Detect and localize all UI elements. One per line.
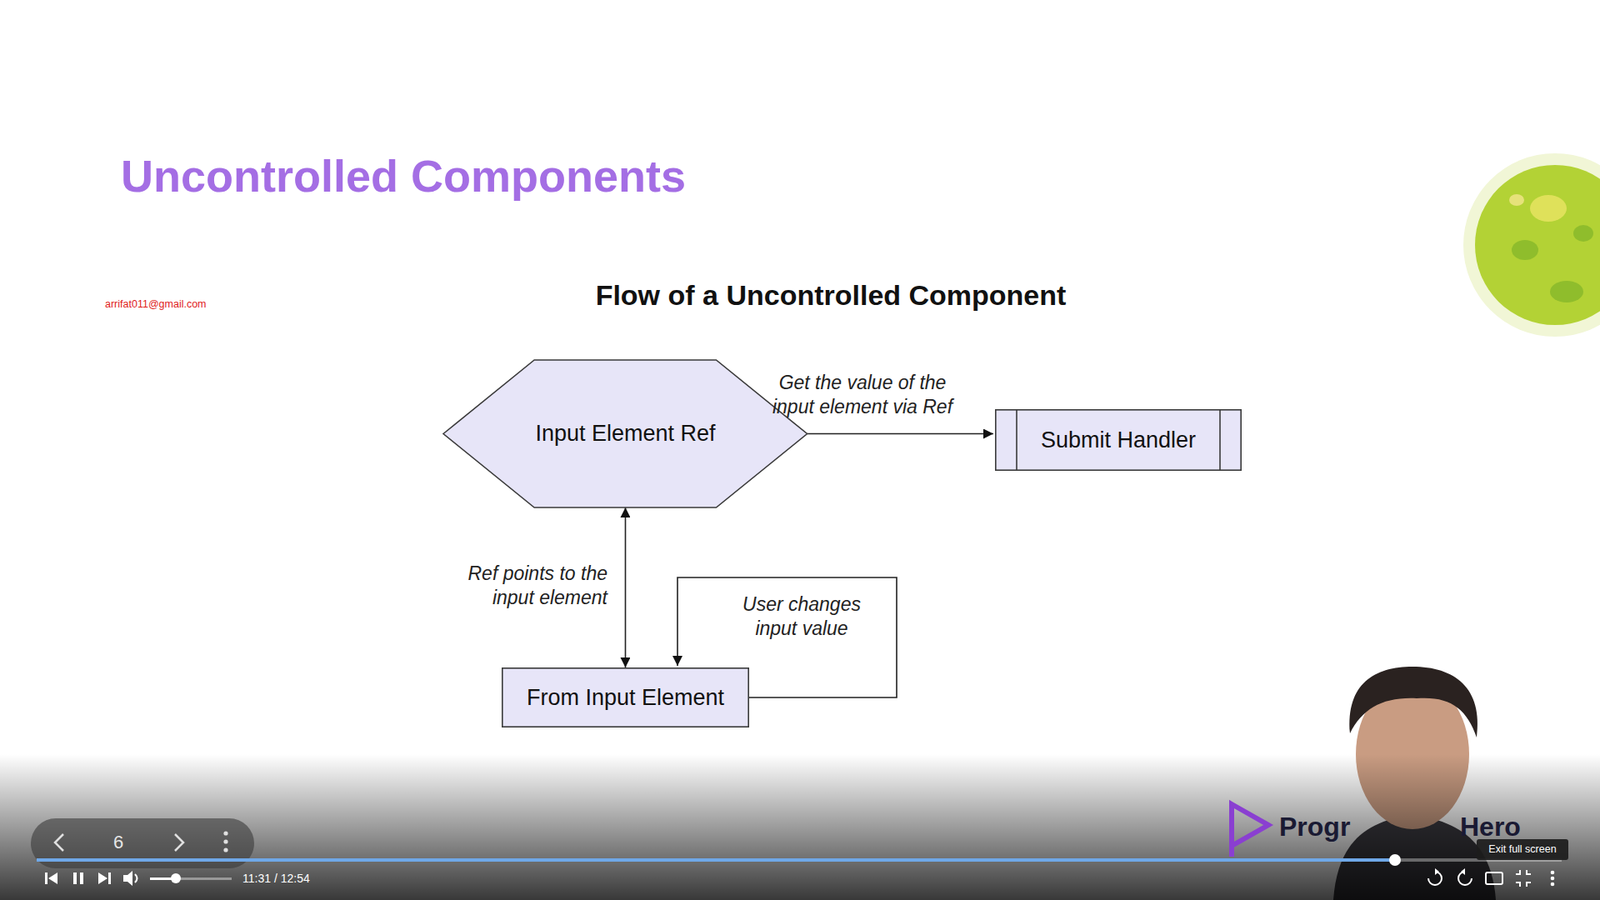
flow-arrow: [807, 433, 994, 435]
node-label: Submit Handler: [1040, 427, 1196, 454]
player-shade: [0, 754, 1600, 900]
edge-label: Ref points to the input element: [440, 561, 608, 610]
menu-dot: [223, 847, 228, 852]
exit-fullscreen-icon: [1515, 870, 1531, 887]
progress-played: [36, 858, 1395, 862]
input-box: From Input Element: [501, 667, 750, 728]
diagram-caption: Flow of a Uncontrolled Component: [595, 279, 1067, 312]
planet-crater: [1511, 240, 1539, 260]
volume-track: [150, 877, 232, 880]
volume-icon: [135, 874, 138, 883]
pause-icon: [80, 872, 84, 885]
prev-slide-icon: [55, 834, 64, 851]
volume-knob: [170, 873, 181, 884]
tooltip-box: [1476, 839, 1569, 860]
handler-box: Submit Handler: [995, 409, 1242, 471]
menu-dot: [1550, 876, 1555, 881]
planet-crater: [1550, 280, 1584, 303]
box-outline: [995, 410, 1241, 470]
planet-halo: [1463, 153, 1600, 337]
skip-back-icon: [48, 872, 58, 885]
slide-title: Uncontrolled Components: [120, 150, 686, 202]
volume-icon: [123, 870, 133, 886]
planet-spot: [1530, 195, 1567, 222]
theater-icon: [1485, 872, 1503, 885]
box-outline: [502, 668, 749, 727]
ref-hexagon: Input Element Ref: [443, 360, 808, 508]
planet-spot: [1509, 194, 1525, 206]
subroutine-bar: [1015, 410, 1018, 470]
node-label: From Input Element: [526, 685, 725, 711]
watermark-email: arrifat011@gmail.com: [105, 298, 207, 310]
edge-label: Get the value of the input element via R…: [766, 370, 959, 420]
flow-arrow: [625, 507, 627, 668]
edge-label: User changes input value: [739, 592, 865, 641]
progress-knob: [1389, 854, 1401, 866]
logo-icon: [1229, 829, 1235, 857]
skip-next-icon: [98, 872, 108, 885]
forward-icon: [1460, 868, 1465, 875]
logo-text: Progr: [1279, 811, 1350, 843]
presenter-hair: [1350, 666, 1479, 738]
menu-dot: [223, 830, 228, 835]
planet-crater: [1573, 225, 1594, 242]
menu-dot: [223, 839, 228, 844]
rewind-icon: [1435, 868, 1440, 875]
skip-back-icon: [45, 872, 48, 885]
node-label: Input Element Ref: [535, 420, 715, 447]
hexagon-outline: [443, 360, 808, 508]
planet: [1475, 165, 1600, 325]
progress-track: [36, 858, 1562, 862]
menu-dot: [1550, 882, 1555, 887]
logo-icon: [1231, 804, 1269, 846]
time-display: 11:31 / 12:54: [242, 871, 310, 885]
subroutine-bar: [1219, 410, 1221, 470]
slide-number: 6: [113, 831, 124, 854]
tooltip-text: Exit full screen: [1488, 843, 1556, 855]
skip-next-icon: [108, 872, 111, 885]
next-slide-icon: [175, 834, 184, 851]
logo-text: Hero: [1460, 811, 1521, 843]
pause-icon: [73, 872, 77, 885]
menu-dot: [1550, 870, 1555, 875]
